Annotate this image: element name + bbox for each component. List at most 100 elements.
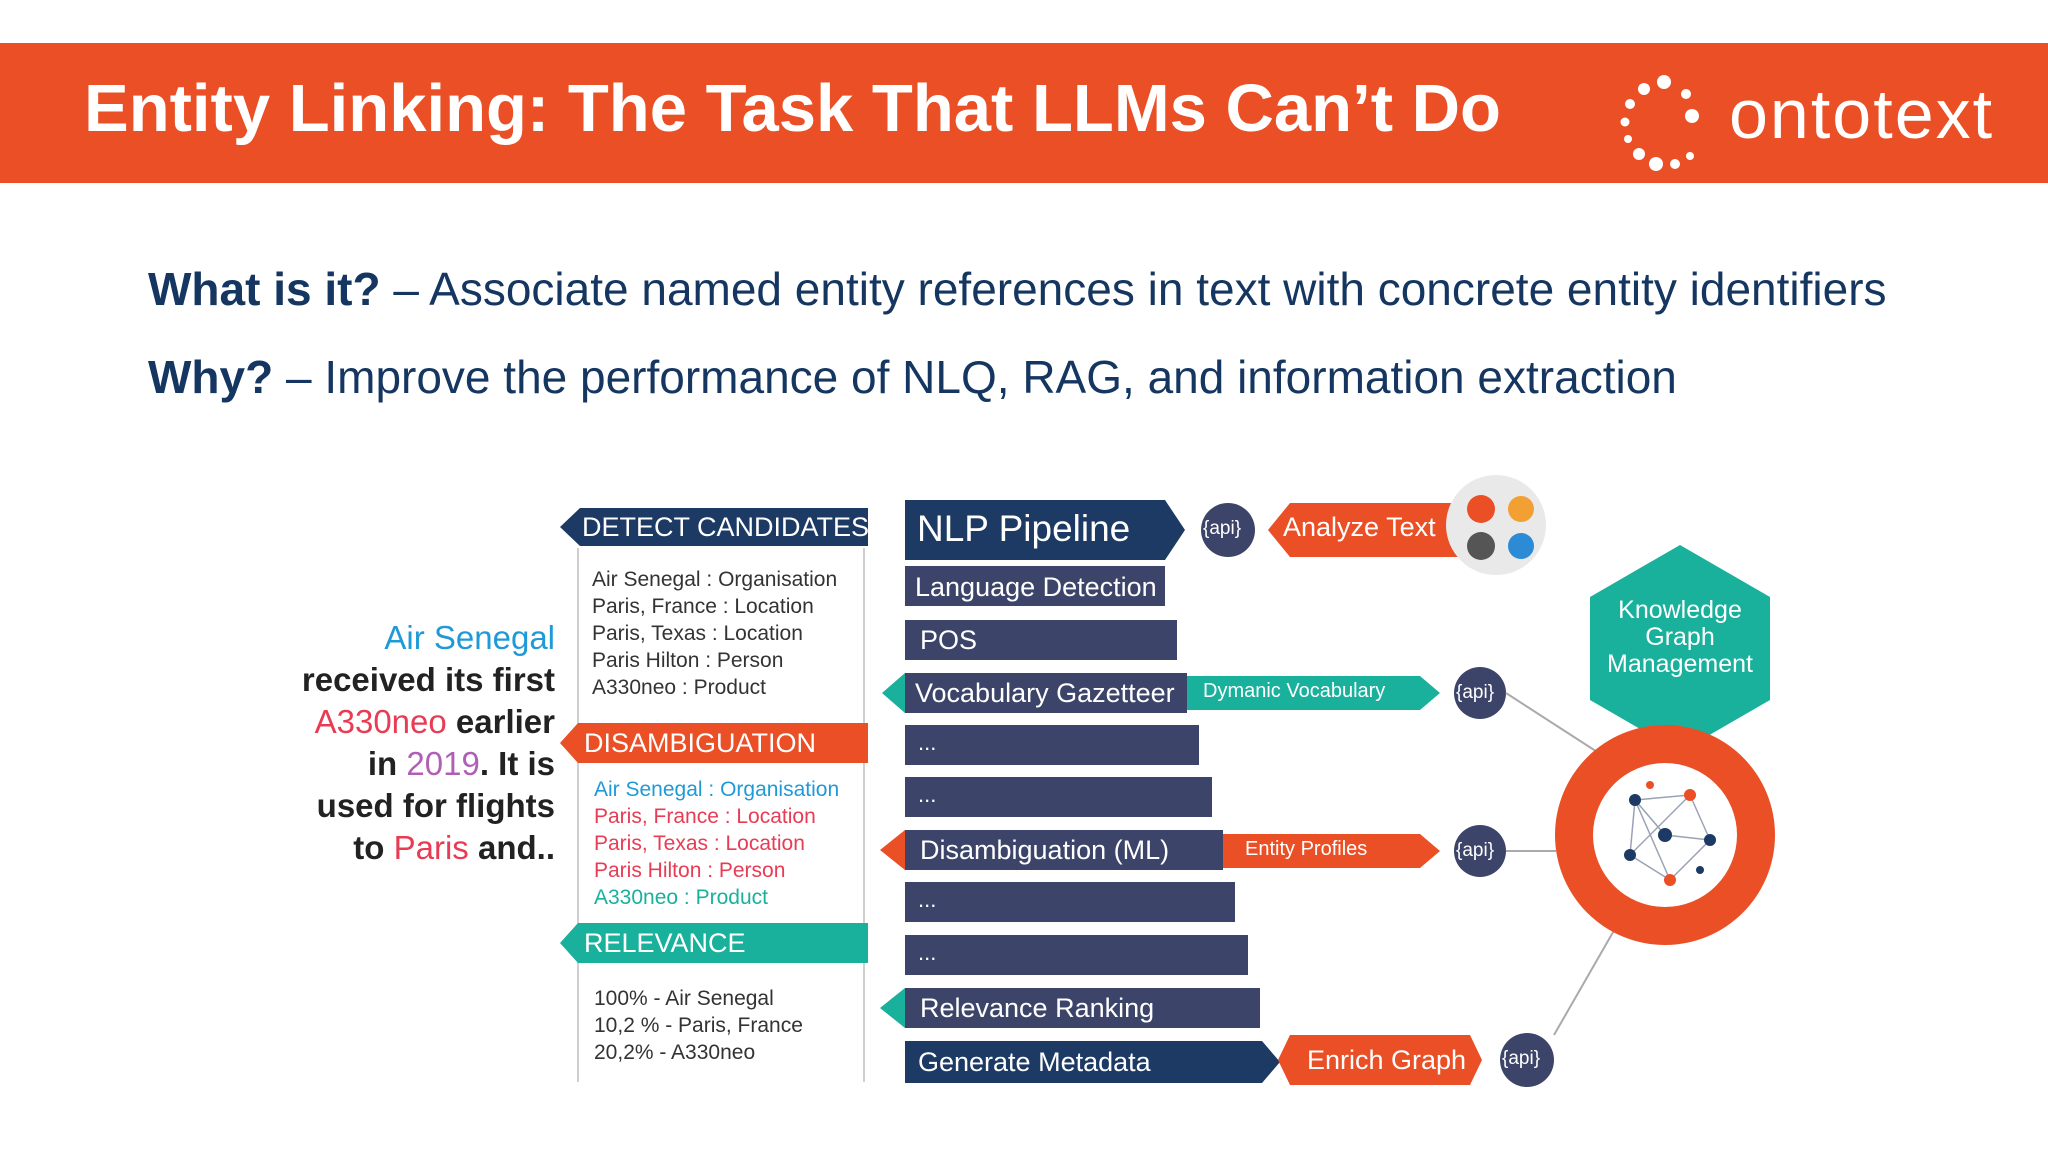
sample-a330neo: A330neo xyxy=(314,703,447,740)
api-label: {api} xyxy=(1456,840,1495,861)
nlp-pipeline-title: NLP Pipeline xyxy=(917,508,1131,549)
kg-line-1: Knowledge xyxy=(1618,596,1742,624)
enrich-graph-label: Enrich Graph xyxy=(1307,1045,1467,1075)
step-language-detection xyxy=(905,566,1165,606)
header-banner xyxy=(0,43,2048,183)
page-title: Entity Linking: The Task That LLMs Can’t… xyxy=(84,71,1501,146)
relevance-label: RELEVANCE xyxy=(584,928,746,958)
api-label: {api} xyxy=(1456,682,1495,703)
magento-icon xyxy=(1467,495,1495,523)
list-item: Paris Hilton : Person xyxy=(592,649,784,672)
relevance-teal-arrow xyxy=(880,988,905,1028)
step-disambiguation xyxy=(905,830,1223,870)
step-label: Relevance Ranking xyxy=(920,993,1155,1023)
sample-line-used: used for flights xyxy=(316,787,555,824)
bullet-why: Why? – Improve the performance of NLQ, R… xyxy=(148,350,1677,404)
sample-it-is: . It is xyxy=(479,745,555,782)
disambig-orange-arrow xyxy=(880,830,905,870)
list-item: A330neo : Product xyxy=(594,886,768,909)
entity-profiles-connector xyxy=(1223,834,1440,868)
sample-line-received: received its first xyxy=(301,661,555,698)
list-item: 100% - Air Senegal xyxy=(594,987,774,1010)
api-label: {api} xyxy=(1502,1048,1541,1069)
cms-icons-bubble xyxy=(1446,475,1546,575)
bullet-what: What is it? – Associate named entity ref… xyxy=(148,262,1887,316)
sample-earlier: earlier xyxy=(446,703,555,740)
step-dots-3 xyxy=(905,882,1235,922)
sample-and: and.. xyxy=(468,829,555,866)
api-icon xyxy=(1454,667,1506,719)
disambiguated-list: Air Senegal : Organisation Paris, France… xyxy=(594,776,839,911)
candidates-list: Air Senegal : Organisation Paris, France… xyxy=(592,566,837,701)
step-relevance-ranking xyxy=(905,988,1260,1028)
sample-air-senegal: Air Senegal xyxy=(384,619,555,656)
step-pos xyxy=(905,620,1177,660)
api-icon xyxy=(1454,825,1506,877)
bullet-what-term: What is it? xyxy=(148,263,381,315)
link-line xyxy=(1505,692,1606,758)
step-label: ... xyxy=(918,940,937,965)
relevance-list: 100% - Air Senegal 10,2 % - Paris, Franc… xyxy=(594,985,803,1066)
list-item: Paris, France : Location xyxy=(592,595,814,618)
bullet-what-text: – Associate named entity references in t… xyxy=(380,263,1887,315)
sample-to: to xyxy=(353,829,394,866)
sample-sentence: Air Senegal received its first A330neo e… xyxy=(300,617,555,869)
list-item: 20,2% - A330neo xyxy=(594,1041,756,1064)
analyze-text-connector xyxy=(1268,503,1460,557)
drupal-icon xyxy=(1508,533,1534,559)
dynamic-vocabulary-label: Dymanic Vocabulary xyxy=(1203,680,1386,702)
api-label: {api} xyxy=(1203,518,1242,539)
step-dots-4 xyxy=(905,935,1248,975)
kg-line-3: Management xyxy=(1607,650,1753,678)
list-item: Air Senegal : Organisation xyxy=(592,568,838,591)
step-generate-metadata xyxy=(905,1041,1280,1083)
list-item: Air Senegal : Organisation xyxy=(594,778,840,801)
disambiguation-label: DISAMBIGUATION xyxy=(584,728,817,758)
detect-candidates-header xyxy=(560,508,868,546)
joomla-icon xyxy=(1508,496,1534,522)
knowledge-graph-hexagon xyxy=(1590,545,1770,752)
step-label: Generate Metadata xyxy=(918,1047,1151,1077)
step-label: POS xyxy=(920,625,978,655)
disambiguation-header xyxy=(560,723,868,763)
sample-paris: Paris xyxy=(393,829,469,866)
api-icon xyxy=(1500,1033,1554,1087)
detect-candidates-label: DETECT CANDIDATES xyxy=(582,512,870,542)
step-label: ... xyxy=(918,887,937,912)
step-label: Vocabulary Gazetteer xyxy=(915,678,1175,708)
list-item: Paris, Texas : Location xyxy=(594,832,805,855)
list-item: Paris, France : Location xyxy=(594,805,816,828)
list-item: 10,2 % - Paris, France xyxy=(594,1014,803,1037)
knowledge-graph-label: Knowledge Graph Management xyxy=(1590,597,1770,678)
relevance-header xyxy=(560,923,868,963)
list-item: Paris, Texas : Location xyxy=(592,622,803,645)
bullet-why-term: Why? xyxy=(148,351,274,403)
analyze-text-label: Analyze Text xyxy=(1283,512,1436,542)
entity-profiles-label: Entity Profiles xyxy=(1245,838,1368,860)
step-dots-1 xyxy=(905,725,1199,765)
vocab-teal-arrow xyxy=(882,673,905,713)
network-graph-icon xyxy=(1629,794,1711,881)
step-label: ... xyxy=(918,782,937,807)
api-icon xyxy=(1201,503,1255,557)
list-item: Paris Hilton : Person xyxy=(594,859,786,882)
sample-in: in xyxy=(367,745,407,782)
step-label: ... xyxy=(918,730,937,755)
bullet-why-text: – Improve the performance of NLQ, RAG, a… xyxy=(273,351,1677,403)
wordpress-icon xyxy=(1467,532,1495,560)
network-nodes xyxy=(1624,781,1716,886)
list-item: A330neo : Product xyxy=(592,676,766,699)
sample-year: 2019 xyxy=(406,745,480,782)
step-label: Language Detection xyxy=(915,572,1157,602)
step-dots-2 xyxy=(905,777,1212,817)
dynamic-vocabulary-connector xyxy=(1187,676,1440,710)
link-line xyxy=(1553,919,1621,1036)
kg-line-2: Graph xyxy=(1645,623,1715,651)
step-label: Disambiguation (ML) xyxy=(920,835,1170,865)
step-vocabulary-gazetteer xyxy=(905,673,1187,713)
enrich-graph-connector xyxy=(1278,1035,1482,1085)
nlp-pipeline-header xyxy=(905,500,1185,560)
logo-wordmark: ontotext xyxy=(1729,75,1995,153)
ontotext-logo-icon xyxy=(1620,75,1699,171)
